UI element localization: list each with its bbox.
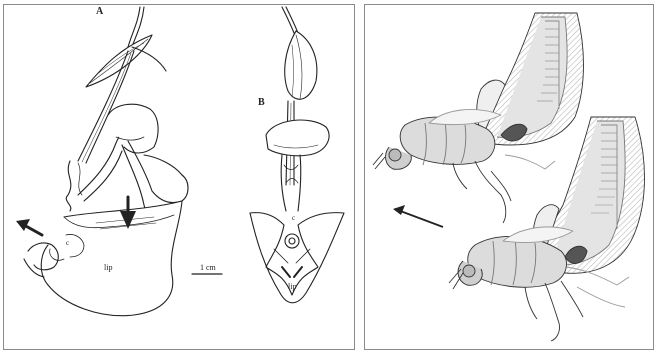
lip-label-b: lip: [288, 283, 296, 291]
bee-orchid-drawing: [365, 5, 654, 350]
bee-pollination-panel: [364, 4, 654, 350]
column-label-a: c: [66, 240, 69, 247]
orchid-line-drawing: [4, 5, 355, 350]
scale-bar-label: 1 cm: [200, 264, 216, 272]
column-label-b: c: [292, 215, 295, 222]
orchid-illustration-panel: A B c c lip lip 1 cm: [3, 4, 355, 350]
lip-label-a: lip: [104, 264, 112, 272]
figure-a-label: A: [96, 7, 103, 17]
figure-b-label: B: [258, 98, 265, 108]
